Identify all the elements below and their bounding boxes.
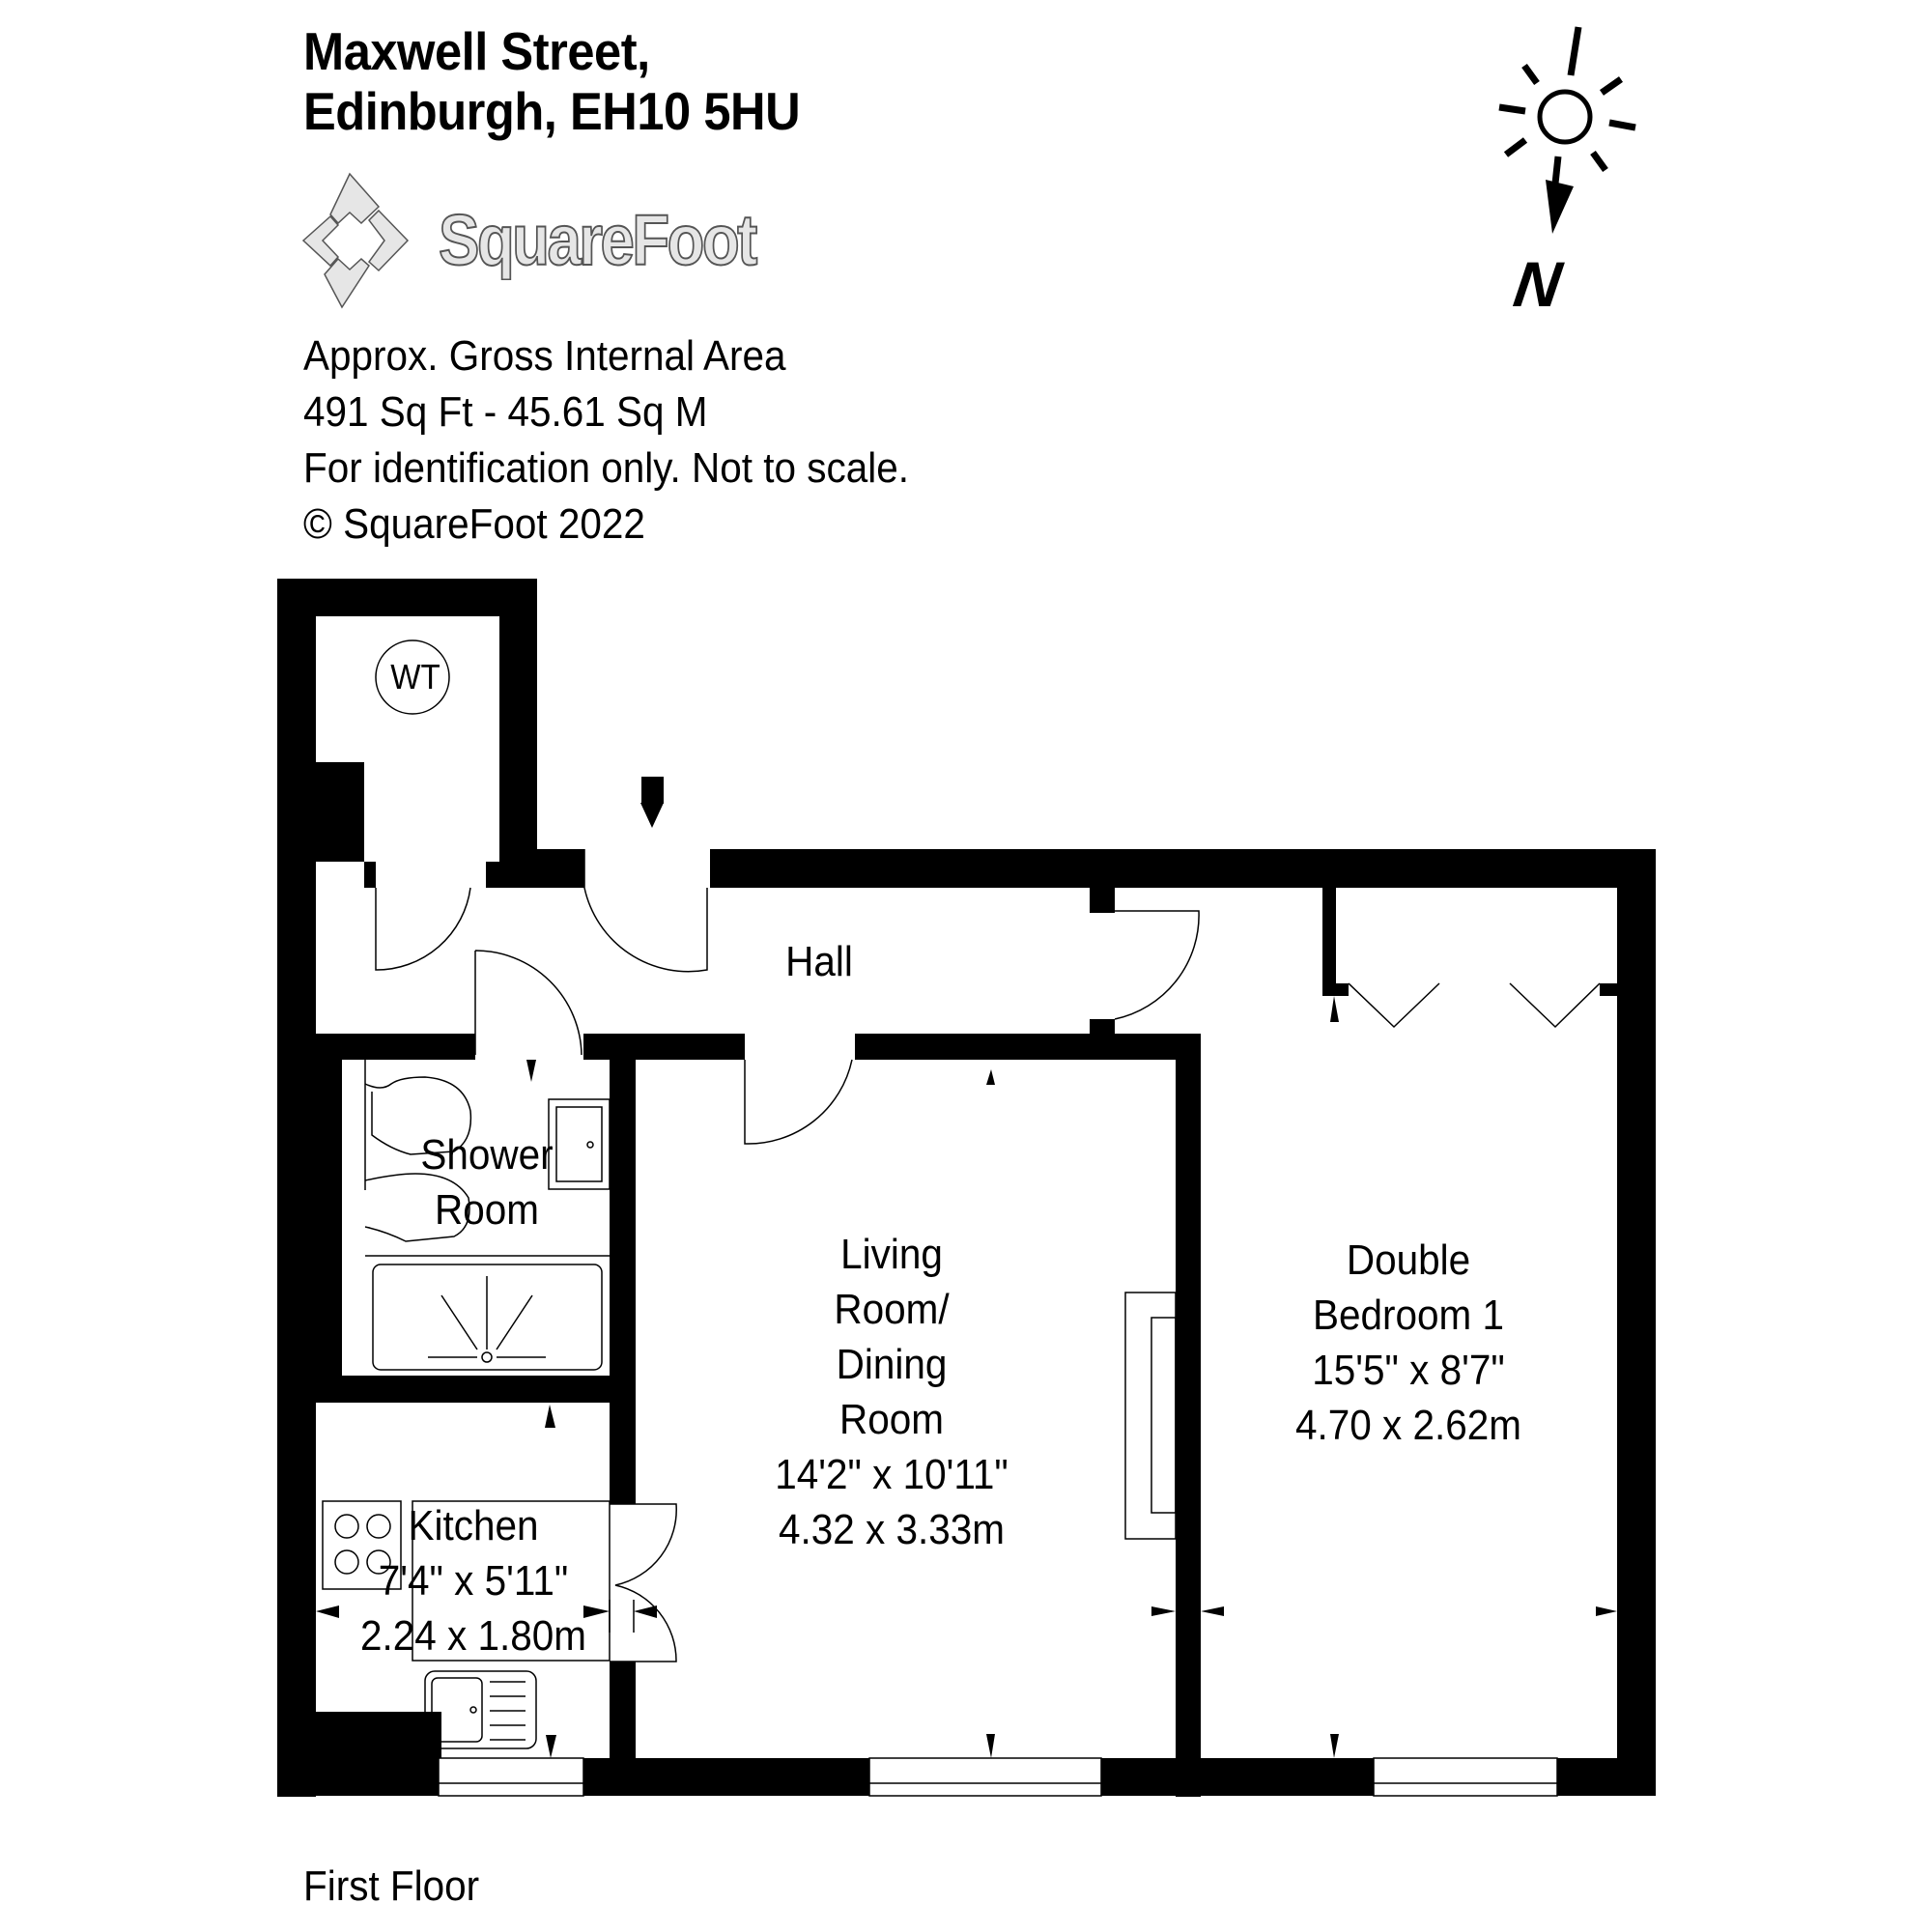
living-line2: Room/ (834, 1286, 950, 1333)
bedroom-line2: Bedroom 1 (1312, 1292, 1505, 1339)
disclaimer: For identification only. Not to scale. (303, 444, 909, 492)
fireplace-icon (1124, 1292, 1177, 1540)
kitchen-name: Kitchen (408, 1502, 539, 1549)
hob-icon (322, 1500, 402, 1590)
room-label-living-room: Living Room/ Dining Room 14'2" x 10'11" … (775, 1227, 1009, 1557)
living-line1: Living (840, 1231, 943, 1278)
kitchen-metric: 2.24 x 1.80m (359, 1612, 587, 1660)
property-address: Maxwell Street, Edinburgh, EH10 5HU (303, 21, 801, 141)
shower-room-line2: Room (435, 1186, 539, 1234)
walls (277, 579, 1656, 1797)
bedroom-imperial: 15'5" x 8'7" (1312, 1347, 1505, 1394)
squarefoot-diamond-icon (301, 172, 410, 309)
basin-icon (364, 1173, 470, 1242)
shower-tray-icon (372, 1264, 603, 1371)
sink-icon (424, 1670, 537, 1749)
hall-name: Hall (785, 938, 853, 985)
logo-wordmark: SquareFoot (438, 199, 758, 281)
doors (375, 849, 1601, 1662)
living-metric: 4.32 x 3.33m (778, 1506, 1006, 1553)
water-tank-label: WT (390, 657, 440, 696)
squarefoot-logo: SquareFoot (301, 170, 784, 310)
living-line4: Room (839, 1396, 944, 1443)
water-tank-icon (375, 639, 450, 715)
compass: N (1488, 19, 1681, 320)
bedroom-metric: 4.70 x 2.62m (1294, 1402, 1522, 1449)
living-imperial: 14'2" x 10'11" (775, 1451, 1009, 1498)
floor-label: First Floor (303, 1862, 480, 1910)
windows (438, 1757, 1558, 1797)
copyright: © SquareFoot 2022 (303, 500, 645, 548)
living-line3: Dining (836, 1341, 948, 1388)
room-label-shower-room: Shower Room (420, 1127, 553, 1237)
kitchen-imperial: 7'4" x 5'11" (378, 1557, 569, 1605)
shower-room-line1: Shower (420, 1131, 554, 1179)
address-line-2: Edinburgh, EH10 5HU (303, 81, 801, 141)
fixtures (322, 639, 1177, 1749)
area-info: Approx. Gross Internal Area 491 Sq Ft - … (303, 328, 909, 553)
room-label-kitchen: Kitchen 7'4" x 5'11" 2.24 x 1.80m (360, 1498, 586, 1663)
area-heading: Approx. Gross Internal Area (303, 332, 786, 380)
room-label-bedroom: Double Bedroom 1 15'5" x 8'7" 4.70 x 2.6… (1295, 1233, 1521, 1453)
bedroom-line1: Double (1346, 1236, 1471, 1284)
area-value: 491 Sq Ft - 45.61 Sq M (303, 388, 708, 436)
room-label-hall: Hall (785, 934, 853, 989)
dimension-markers (316, 777, 1617, 1758)
entrance-arrow-icon (640, 803, 664, 828)
sun-north-arrow-icon (1498, 26, 1636, 234)
toilet-icon (364, 1076, 472, 1155)
address-line-1: Maxwell Street, (303, 21, 650, 81)
